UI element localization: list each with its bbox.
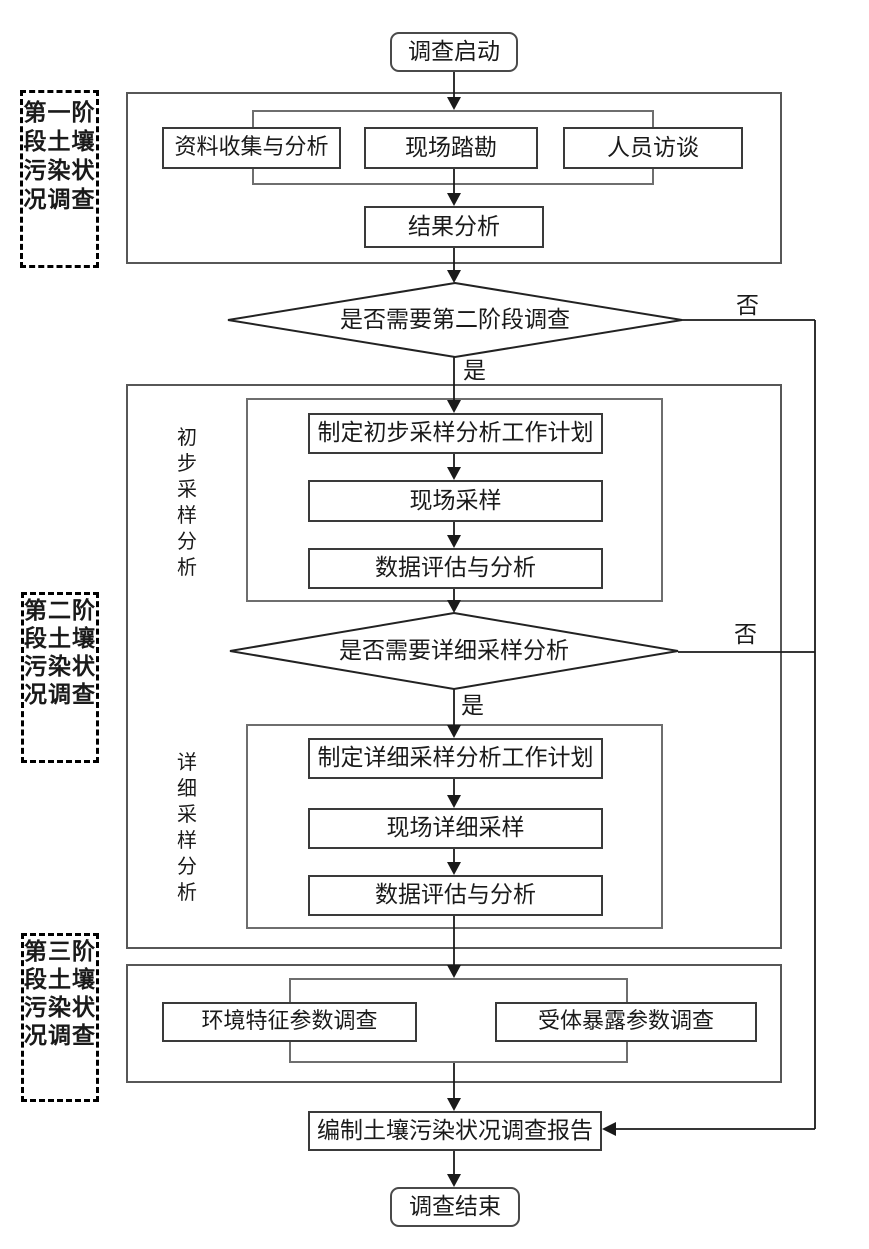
end-node: 调查结束 [390, 1187, 520, 1227]
box-detailed-field-sampling: 现场详细采样 [308, 808, 603, 849]
box-detailed-plan-label: 制定详细采样分析工作计划 [317, 745, 594, 771]
report-label: 编制土壤污染状况调查报告 [317, 1117, 593, 1144]
start-label: 调查启动 [408, 38, 500, 65]
box-site-reconnaissance: 现场踏勘 [364, 127, 538, 169]
stage1-side-label: 第一阶段土壤污染状况调查 [20, 90, 99, 268]
yes-label-1: 是 [463, 358, 486, 384]
box-result-analysis: 结果分析 [364, 206, 544, 248]
box-preliminary-plan-label: 制定初步采样分析工作计划 [317, 420, 594, 446]
stage3-side-label: 第三阶段土壤污染状况调查 [21, 933, 99, 1102]
box-data-evaluation-2: 数据评估与分析 [308, 875, 603, 916]
box-field-sampling: 现场采样 [308, 480, 603, 522]
box-data-evaluation-1-label: 数据评估与分析 [375, 555, 536, 581]
box-personnel-interview-label: 人员访谈 [607, 134, 699, 161]
box-env-characteristic-params-label: 环境特征参数调查 [201, 1009, 378, 1034]
box-data-evaluation-2-label: 数据评估与分析 [375, 882, 536, 908]
box-data-collection: 资料收集与分析 [162, 127, 341, 169]
box-preliminary-plan: 制定初步采样分析工作计划 [308, 413, 603, 454]
decision-need-detailed-shape [229, 611, 679, 691]
start-node: 调查启动 [390, 32, 518, 72]
stage2-side-label: 第二阶段土壤污染状况调查 [21, 592, 99, 763]
preliminary-group-label: 初步采样分析 [177, 425, 197, 579]
decision-need-stage2-shape [227, 281, 683, 359]
box-env-characteristic-params: 环境特征参数调查 [162, 1002, 417, 1042]
decision-need-stage2-text: 是否需要第二阶段调查 [340, 307, 570, 333]
box-site-reconnaissance-label: 现场踏勘 [405, 134, 497, 161]
box-field-sampling-label: 现场采样 [409, 487, 502, 514]
yes-label-2: 是 [461, 693, 484, 719]
detailed-group-label: 详细采样分析 [177, 750, 197, 904]
report-node: 编制土壤污染状况调查报告 [308, 1111, 602, 1151]
box-receptor-exposure-params-label: 受体暴露参数调查 [537, 1009, 714, 1034]
box-receptor-exposure-params: 受体暴露参数调查 [495, 1002, 757, 1042]
end-label: 调查结束 [409, 1193, 501, 1220]
no-label-1: 否 [736, 293, 759, 319]
box-data-evaluation-1: 数据评估与分析 [308, 548, 603, 589]
box-result-analysis-label: 结果分析 [408, 213, 500, 240]
decision-need-detailed-text: 是否需要详细采样分析 [339, 638, 569, 664]
box-personnel-interview: 人员访谈 [563, 127, 743, 169]
box-detailed-plan: 制定详细采样分析工作计划 [308, 738, 603, 779]
box-detailed-field-sampling-label: 现场详细采样 [386, 815, 525, 841]
box-data-collection-label: 资料收集与分析 [174, 135, 329, 160]
no-label-2: 否 [734, 622, 757, 648]
